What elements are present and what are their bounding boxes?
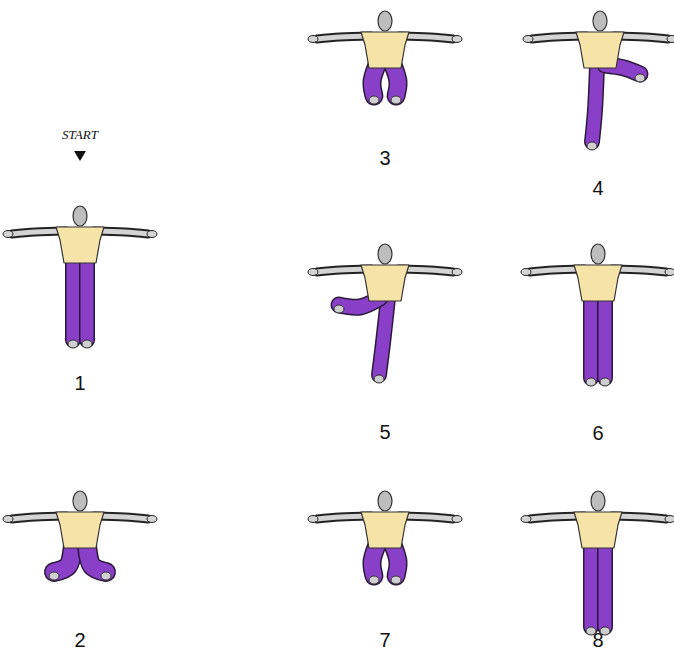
leg xyxy=(67,260,80,340)
hand xyxy=(147,231,157,238)
step-number: 5 xyxy=(379,422,390,442)
head xyxy=(591,244,605,264)
leg-outline xyxy=(583,545,599,627)
foot xyxy=(391,96,401,104)
leg-outline xyxy=(393,65,398,96)
hand xyxy=(452,269,462,276)
step-number: 4 xyxy=(592,178,603,198)
hand xyxy=(308,36,318,43)
hand xyxy=(665,269,674,276)
shirt xyxy=(56,227,104,263)
hand xyxy=(521,516,531,523)
leg xyxy=(393,545,398,576)
foot xyxy=(369,576,379,584)
leg-outline xyxy=(372,545,377,576)
step-number: 7 xyxy=(379,630,390,650)
person-figure xyxy=(3,206,157,348)
foot xyxy=(49,572,59,580)
leg-outline xyxy=(592,65,597,142)
hand xyxy=(147,516,157,523)
person-figure xyxy=(521,491,674,635)
hand xyxy=(3,231,13,238)
leg-outline xyxy=(393,545,398,576)
leg xyxy=(379,298,388,375)
foot xyxy=(635,74,645,82)
hand xyxy=(667,36,674,43)
hand xyxy=(665,516,674,523)
head xyxy=(593,11,607,31)
leg-outline xyxy=(379,298,388,375)
foot xyxy=(68,340,78,348)
head xyxy=(73,491,87,511)
person-figure xyxy=(308,491,462,584)
step-number: 2 xyxy=(74,630,85,650)
foot xyxy=(374,375,384,383)
leg-outline xyxy=(54,545,73,572)
step-number: 3 xyxy=(379,148,390,168)
person-figure xyxy=(521,244,674,386)
foot xyxy=(369,96,379,104)
person-figure xyxy=(308,244,462,383)
head xyxy=(378,11,392,31)
hand xyxy=(308,516,318,523)
foot xyxy=(587,142,597,150)
leg-outline xyxy=(597,545,613,627)
leg-outline xyxy=(87,545,106,572)
leg xyxy=(372,65,377,96)
leg-outline xyxy=(372,65,377,96)
person-figure xyxy=(3,491,157,580)
head xyxy=(378,244,392,264)
foot xyxy=(82,340,92,348)
step-number: 8 xyxy=(592,630,603,650)
leg-outline xyxy=(583,298,599,378)
foot xyxy=(334,305,344,313)
shirt xyxy=(56,512,104,548)
foot xyxy=(391,576,401,584)
leg xyxy=(87,545,106,572)
hand xyxy=(452,36,462,43)
head xyxy=(378,491,392,511)
leg xyxy=(599,545,612,627)
head xyxy=(73,206,87,226)
leg xyxy=(585,298,598,378)
leg xyxy=(592,65,597,142)
hand xyxy=(521,269,531,276)
hand xyxy=(308,269,318,276)
shirt xyxy=(576,32,624,68)
shirt xyxy=(574,265,622,301)
leg-outline xyxy=(79,260,95,340)
shirt xyxy=(361,512,409,548)
leg xyxy=(54,545,73,572)
hand xyxy=(3,516,13,523)
leg-outline xyxy=(597,298,613,378)
foot xyxy=(586,378,596,386)
leg xyxy=(585,545,598,627)
foot xyxy=(600,378,610,386)
leg xyxy=(393,65,398,96)
start-label: START xyxy=(62,128,98,141)
shirt xyxy=(361,265,409,301)
head xyxy=(591,491,605,511)
start-arrow xyxy=(74,151,86,161)
leg xyxy=(81,260,94,340)
shirt xyxy=(574,512,622,548)
leg xyxy=(599,298,612,378)
foot xyxy=(101,572,111,580)
person-figure xyxy=(523,11,674,150)
leg-outline xyxy=(65,260,81,340)
person-figure xyxy=(308,11,462,104)
step-number: 1 xyxy=(74,373,85,393)
shirt xyxy=(361,32,409,68)
hand xyxy=(523,36,533,43)
step-number: 6 xyxy=(592,423,603,443)
hand xyxy=(452,516,462,523)
leg xyxy=(372,545,377,576)
